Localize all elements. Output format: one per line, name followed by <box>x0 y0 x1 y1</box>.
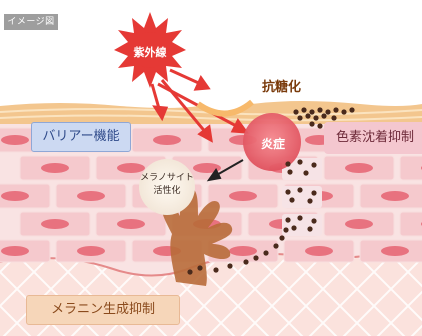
glycation-label: 抗糖化 <box>262 80 302 95</box>
uv-arrows <box>150 68 250 143</box>
cell-nucleus <box>41 219 69 229</box>
melanin-dot <box>317 107 323 113</box>
pigment-suppression-label: 色素沈着抑制 <box>324 122 422 154</box>
melanin-dot <box>243 259 249 265</box>
cell-nucleus <box>345 219 373 229</box>
melanocyte-label-circle <box>139 159 195 215</box>
melanin-dot <box>297 115 303 121</box>
cell-nucleus <box>381 191 409 201</box>
melanin-dot <box>297 187 303 193</box>
skin-cell <box>399 211 422 237</box>
cell-nucleus <box>1 246 29 256</box>
uv-sun-icon <box>114 12 186 88</box>
melanin-dot <box>311 162 317 168</box>
uv-label: 紫外線 <box>133 46 167 59</box>
melanin-dot <box>307 226 313 232</box>
cell-nucleus <box>1 191 29 201</box>
melanin-dot <box>307 198 313 204</box>
cell-nucleus <box>117 219 145 229</box>
cell-nucleus <box>41 163 69 173</box>
cell-nucleus <box>345 163 373 173</box>
melanin-dot <box>285 161 291 167</box>
melanin-dot <box>325 109 331 115</box>
melanin-dot <box>313 115 319 121</box>
barrier-label: バリアー機能 <box>31 122 131 152</box>
melanin-dot <box>197 265 203 271</box>
melanocyte-label-line2: 活性化 <box>153 186 181 196</box>
melanin-dot <box>227 263 233 269</box>
melanocyte-label-line1: メラノサイト <box>140 173 194 183</box>
cell-nucleus <box>117 163 145 173</box>
cell-nucleus <box>77 246 105 256</box>
image-tag: イメージ図 <box>4 14 58 30</box>
melanin-dot <box>303 170 309 176</box>
melanin-dot <box>311 218 317 224</box>
melanin-dot <box>309 121 315 127</box>
melanin-dot <box>349 107 355 113</box>
melanin-dot <box>213 267 219 273</box>
melanin-dot <box>297 159 303 165</box>
melanin-dot <box>285 217 291 223</box>
inflammation-label: 炎症 <box>260 137 285 151</box>
glycation-dent <box>196 99 254 117</box>
melanin-dot <box>305 113 311 119</box>
cell-nucleus <box>77 191 105 201</box>
melanin-dot <box>273 243 279 249</box>
cell-nucleus <box>193 163 221 173</box>
cell-nucleus <box>305 246 333 256</box>
melanocyte-cell <box>161 188 233 286</box>
melanin-dot <box>283 227 289 233</box>
melanin-dot <box>321 113 327 119</box>
cell-nucleus <box>153 135 181 145</box>
melanin-dot <box>341 109 347 115</box>
melanin-dot <box>187 269 193 275</box>
cell-nucleus <box>229 246 257 256</box>
melanin-dot <box>293 109 299 115</box>
cell-nucleus <box>381 246 409 256</box>
melanin-dot <box>279 235 285 241</box>
melanin-dot <box>331 115 337 121</box>
melanin-dot <box>285 189 291 195</box>
melanin-dot <box>263 250 269 256</box>
melanin-dots <box>187 107 355 275</box>
melanin-dot <box>333 107 339 113</box>
melanin-dot <box>317 123 323 129</box>
melanin-dot <box>301 107 307 113</box>
cell-nucleus <box>1 135 29 145</box>
melanocyte-label: メラノサイト 活性化 <box>137 172 197 198</box>
melanin-dot <box>309 109 315 115</box>
melanin-dot <box>291 225 297 231</box>
melanin-dot <box>297 215 303 221</box>
horny-layer-stripes <box>0 108 422 122</box>
melanin-suppression-label: メラニン生成抑制 <box>26 295 180 325</box>
inflammation-circle <box>243 113 301 171</box>
melanin-dot <box>289 197 295 203</box>
activation-arrow <box>206 159 244 182</box>
melanin-dot <box>311 190 317 196</box>
melanin-dot <box>287 169 293 175</box>
melanin-dot <box>253 255 259 261</box>
cell-nucleus <box>229 191 257 201</box>
skin-cell <box>399 155 422 181</box>
